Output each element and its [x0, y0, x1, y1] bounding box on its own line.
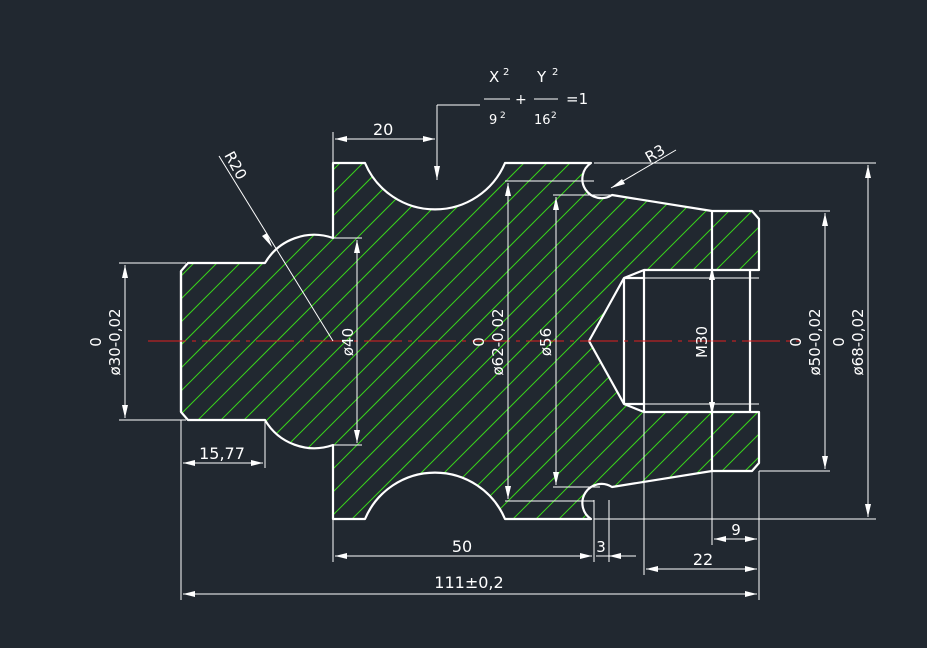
dim-111: 111±0,2: [434, 573, 503, 592]
part-outline: [179, 161, 761, 521]
dim-d50-zero: 0: [787, 337, 805, 347]
hatch-line: [664, 163, 759, 519]
dim-d30-zero: 0: [87, 337, 105, 347]
hatch-line: [549, 163, 759, 519]
dimension-lines: [124, 98, 869, 595]
hatch-line: [733, 163, 759, 519]
hatch-line: [918, 0, 927, 643]
hatch-line: [181, 163, 642, 519]
hatch-line: [181, 163, 711, 519]
hatch-line: [181, 163, 596, 519]
dim-d56: ø56: [537, 328, 555, 356]
extension-lines: [119, 104, 876, 600]
hatch-line: [872, 0, 927, 643]
eq-y-den-exp: 2: [551, 111, 557, 121]
hatch-line: [181, 163, 573, 519]
hatch-line: [181, 163, 527, 519]
hatch-line: [181, 163, 619, 519]
hatch-line: [895, 0, 927, 643]
dim-d30: ø30-0,02: [106, 308, 124, 375]
hatch-line: [181, 163, 343, 519]
hatch-line: [181, 163, 182, 519]
hatch-line: [181, 163, 481, 519]
hatch-line: [365, 163, 759, 519]
eq-rhs: =1: [566, 90, 588, 108]
dim-3: 3: [596, 538, 606, 556]
hatch-line: [595, 163, 759, 519]
hatch-line: [756, 163, 759, 519]
dim-d68: ø68-0,02: [849, 308, 867, 375]
hatch-line: [181, 163, 550, 519]
dim-d50: ø50-0,02: [806, 308, 824, 375]
hatch-line: [181, 163, 389, 519]
eq-plus: +: [515, 92, 527, 108]
hatch-line: [342, 163, 759, 519]
hatch-line: [181, 163, 435, 519]
dim-15-77: 15,77: [199, 444, 245, 463]
hatch-line: [0, 0, 112, 643]
dim-d40: ø40: [339, 328, 357, 356]
hatch-line: [181, 163, 734, 519]
dim-9: 9: [731, 521, 741, 539]
dim-d62-zero: 0: [470, 337, 488, 347]
ellipse-equation: X 2 + Y 2 9 2 16 2 =1: [489, 67, 588, 128]
hatch-line: [826, 0, 927, 643]
hatch-line: [181, 163, 759, 519]
hatch-line: [181, 163, 274, 519]
hatch-line: [181, 163, 759, 519]
hatch-line: [204, 163, 759, 519]
hatch-line: [181, 163, 297, 519]
hatch-line: [0, 0, 66, 643]
hatch-line: [181, 163, 412, 519]
eq-y-exp: 2: [552, 67, 558, 78]
eq-x-den-exp: 2: [500, 111, 506, 121]
hatch-line: [181, 163, 366, 519]
dim-20: 20: [373, 120, 393, 139]
hatch-line: [181, 163, 504, 519]
hatch-line: [618, 163, 759, 519]
hatch-line: [250, 163, 759, 519]
eq-x-term: X: [489, 68, 499, 86]
hatch-line: [181, 163, 205, 519]
eq-x-den: 9: [489, 113, 497, 128]
hatch-line: [0, 0, 43, 643]
dim-m30: M30: [693, 326, 711, 358]
dim-d68-zero: 0: [830, 337, 848, 347]
eq-y-term: Y: [536, 68, 547, 86]
eq-x-exp: 2: [503, 67, 509, 78]
dim-50: 50: [452, 537, 472, 556]
eq-y-den: 16: [534, 113, 551, 128]
hatch-line: [641, 163, 759, 519]
dim-d62: ø62-0,02: [489, 308, 507, 375]
hatch-line: [296, 163, 759, 519]
hatch-line: [0, 0, 89, 643]
dim-22: 22: [693, 550, 713, 569]
hatch-line: [181, 163, 665, 519]
hatch-line: [181, 163, 757, 519]
hatch-line: [227, 163, 759, 519]
hatch-line: [0, 0, 158, 643]
hatch-line: [181, 163, 320, 519]
hatch-line: [273, 163, 759, 519]
arrowheads: [122, 136, 871, 597]
hatch-line: [181, 163, 688, 519]
hatch-line: [181, 163, 759, 519]
